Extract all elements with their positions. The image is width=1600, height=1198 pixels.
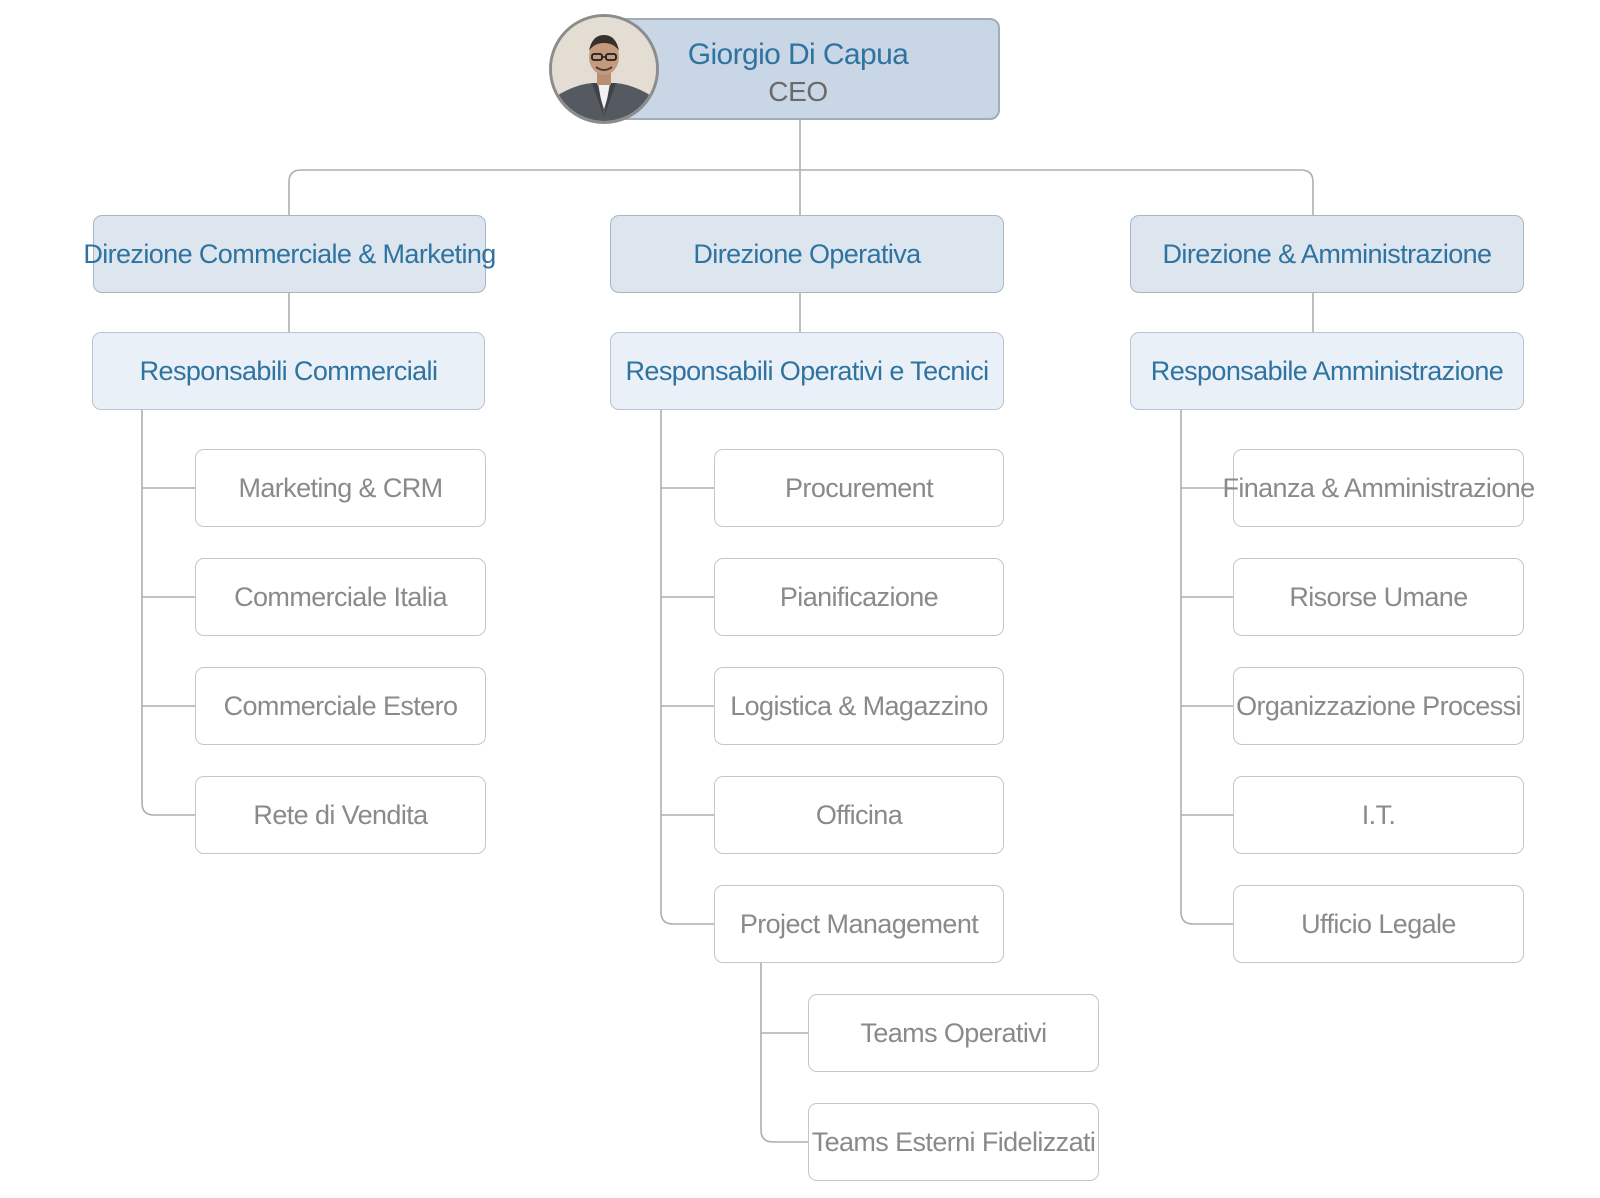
unit-ufficio-legale: Ufficio Legale (1233, 885, 1524, 963)
person-photo-icon (552, 17, 656, 121)
unit-procurement: Procurement (714, 449, 1004, 527)
manager-operativi-tecnici: Responsabili Operativi e Tecnici (610, 332, 1004, 410)
unit-marketing-crm: Marketing & CRM (195, 449, 486, 527)
unit-finanza-amministrazione: Finanza & Amministrazione (1222, 449, 1535, 527)
ceo-name: Giorgio Di Capua (687, 38, 909, 71)
unit-rete-di-vendita: Rete di Vendita (195, 776, 486, 854)
manager-commercial: Responsabili Commerciali (92, 332, 485, 410)
subunit-teams-operativi: Teams Operativi (808, 994, 1099, 1072)
ceo-role: CEO (768, 76, 828, 107)
director-operativa: Direzione Operativa (610, 215, 1004, 293)
unit-project-management: Project Management (714, 885, 1004, 963)
manager-amministrazione: Responsabile Amministrazione (1130, 332, 1524, 410)
unit-logistica-magazzino: Logistica & Magazzino (714, 667, 1004, 745)
unit-officina: Officina (714, 776, 1004, 854)
unit-risorse-umane: Risorse Umane (1233, 558, 1524, 636)
director-amministrazione: Direzione & Amministrazione (1130, 215, 1524, 293)
unit-commerciale-italia: Commerciale Italia (195, 558, 486, 636)
ceo-avatar (549, 14, 659, 124)
unit-commerciale-estero: Commerciale Estero (195, 667, 486, 745)
director-commercial-marketing: Direzione Commerciale & Marketing (83, 215, 496, 293)
ceo-card: Giorgio Di Capua CEO (596, 18, 1000, 120)
subunit-teams-esterni-fidelizzati: Teams Esterni Fidelizzati (808, 1103, 1099, 1181)
unit-pianificazione: Pianificazione (714, 558, 1004, 636)
unit-organizzazione-processi: Organizzazione Processi (1233, 667, 1524, 745)
unit-it: I.T. (1233, 776, 1524, 854)
